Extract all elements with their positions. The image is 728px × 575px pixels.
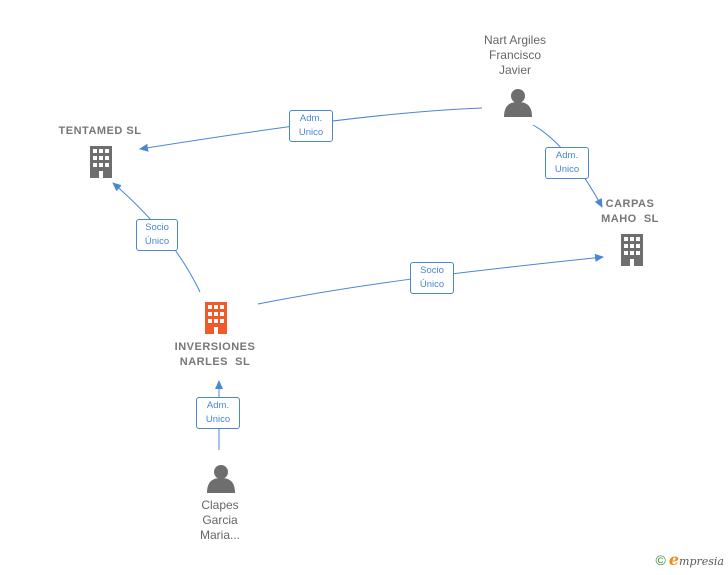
empresia-brand[interactable]: ©empresia (656, 550, 724, 569)
edge-label-nart-tentamed: Adm.Unico (289, 110, 333, 142)
edge-label-nart-carpas: Adm.Unico (545, 147, 589, 179)
building-icon-tentamed[interactable] (90, 146, 112, 178)
copyright-symbol: © (655, 552, 666, 568)
building-icon-carpas[interactable] (621, 234, 643, 266)
node-label-clapes[interactable]: Clapes Garcia Maria... (199, 498, 240, 542)
edge-label-clapes-inversiones: Adm.Unico (196, 397, 240, 429)
node-label-tentamed[interactable]: TENTAMED SL (58, 125, 142, 137)
person-icon-clapes[interactable] (207, 465, 235, 493)
node-label-nart[interactable]: Nart Argiles Francisco Javier (483, 33, 547, 77)
node-label-inversiones[interactable]: INVERSIONES NARLES SL (174, 341, 256, 368)
person-icon-nart[interactable] (504, 89, 532, 117)
empresia-logo-text: mpresia (679, 555, 724, 568)
node-label-carpas[interactable]: CARPAS MAHO SL (601, 198, 659, 225)
empresia-logo-initial: e (668, 550, 680, 569)
building-icon-inversiones[interactable] (205, 302, 227, 334)
